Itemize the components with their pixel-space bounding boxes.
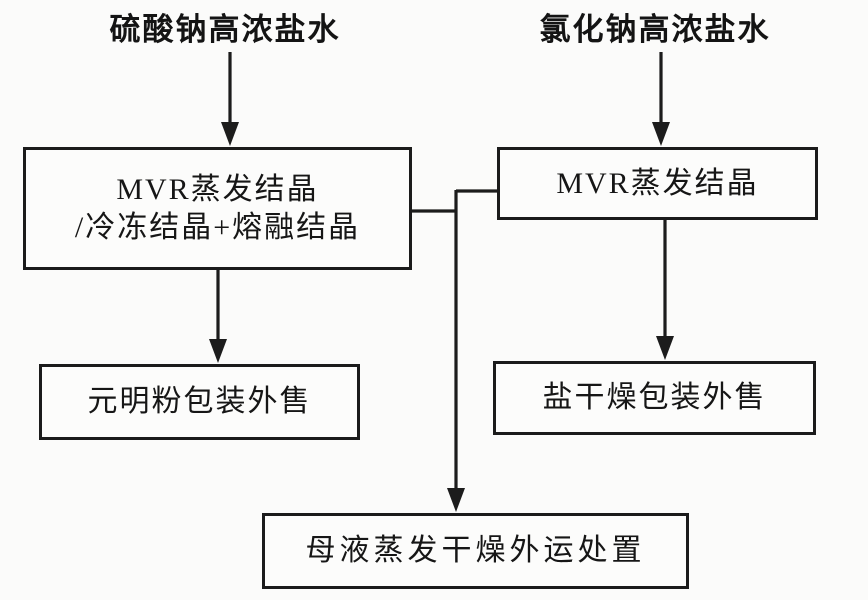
node-mvr-freeze-melt-line1: MVR蒸发结晶: [116, 172, 319, 206]
node-mvr-evaporation-crystallization: MVR蒸发结晶: [497, 147, 818, 220]
arrow-input-left-head: [221, 122, 239, 146]
arrow-input-right-head: [652, 122, 670, 146]
arrow-mother-liquor-head: [447, 488, 465, 512]
arrow-process-left-down-head: [209, 339, 227, 363]
node-mother-liquor-disposal: 母液蒸发干燥外运处置: [262, 513, 689, 589]
arrow-process-right-down-head: [656, 336, 674, 360]
node-dried-salt-packaged-sale: 盐干燥包装外售: [493, 361, 816, 435]
node-mvr-freeze-melt-line2: /冷冻结晶+熔融结晶: [74, 210, 361, 244]
label-sodium-chloride-brine: 氯化钠高浓盐水: [539, 12, 771, 47]
label-sodium-sulfate-brine: 硫酸钠高浓盐水: [109, 12, 341, 47]
node-mvr-freeze-melt-crystallization: MVR蒸发结晶 /冷冻结晶+熔融结晶: [23, 147, 412, 270]
node-sodium-sulfate-packaged-sale: 元明粉包装外售: [39, 364, 360, 440]
